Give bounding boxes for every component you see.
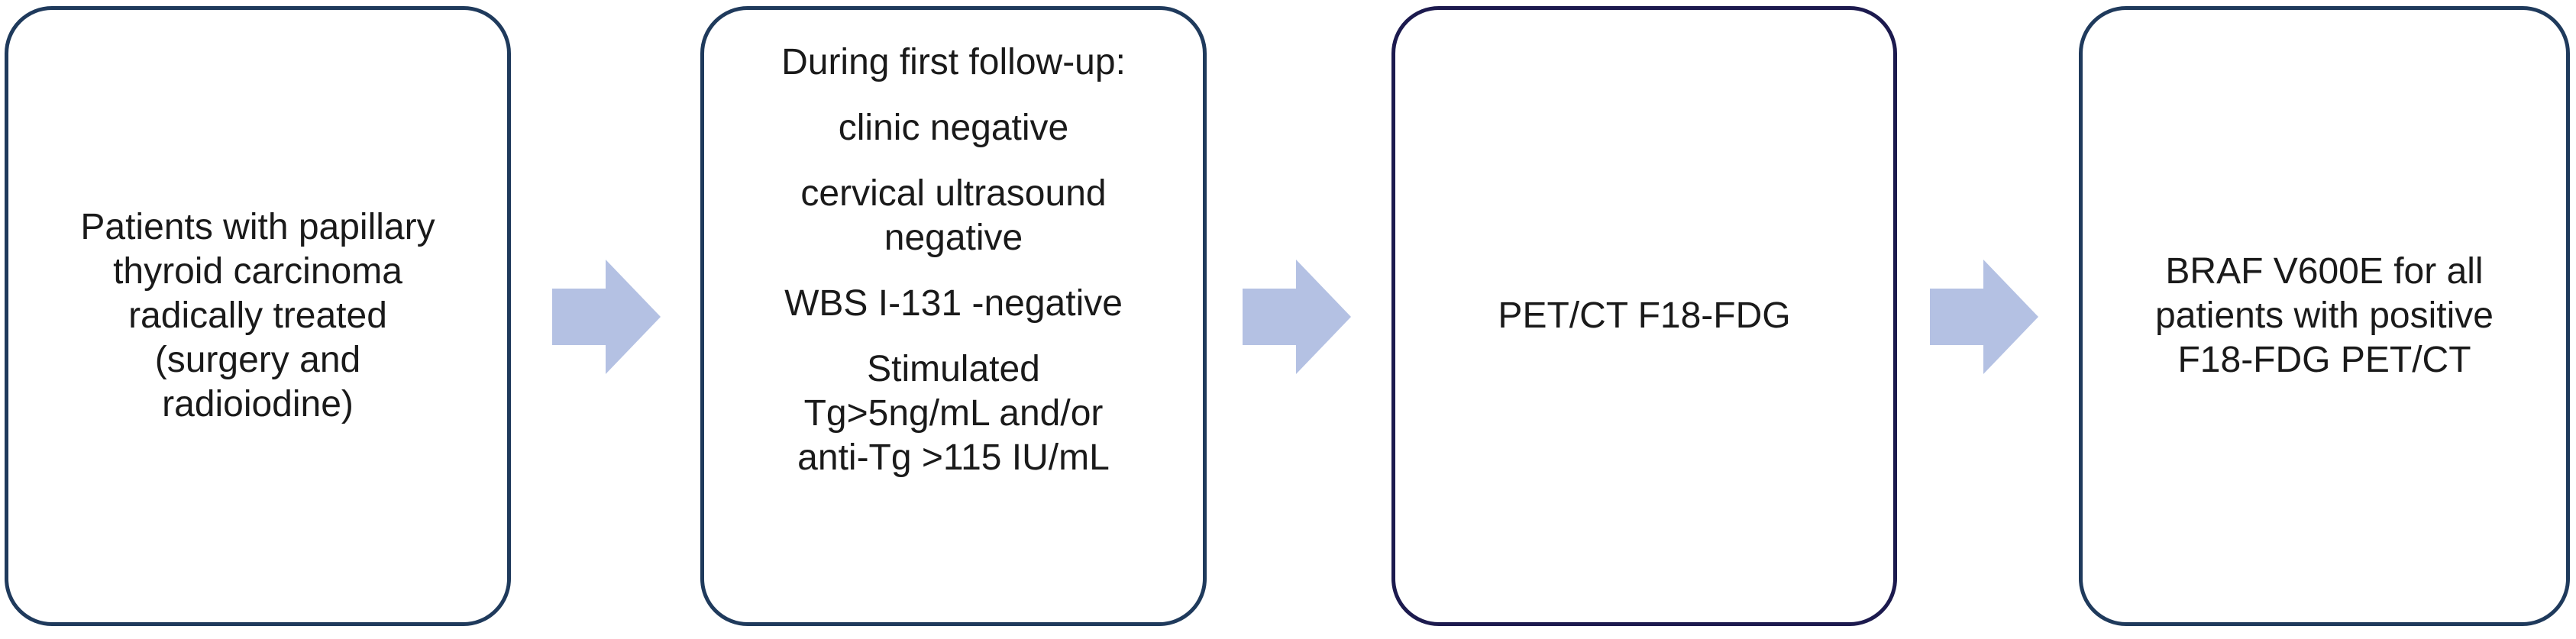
step-line: F18-FDG PET/CT xyxy=(2177,340,2471,380)
follow-up-item: WBS I-131 -negative xyxy=(784,283,1123,324)
right-arrow-icon xyxy=(1930,260,2038,374)
follow-up-item: Stimulated Tg>5ng/mL and/or anti-Tg >115… xyxy=(797,349,1110,478)
step-box-follow-up: During first follow-up: clinic negative … xyxy=(700,6,1207,626)
right-arrow-icon xyxy=(1243,260,1351,374)
right-arrow-icon xyxy=(552,260,661,374)
step-line: Patients with papillary xyxy=(80,207,435,247)
step-box-patients: Patients with papillary thyroid carcinom… xyxy=(5,6,511,626)
follow-up-item: clinic negative xyxy=(838,108,1069,148)
step-text: PET/CT F18-FDG xyxy=(1498,294,1790,338)
step-line: patients with positive xyxy=(2155,295,2494,336)
follow-up-heading: During first follow-up: xyxy=(781,42,1126,82)
step-line: (surgery and xyxy=(154,340,361,380)
step-box-pet-ct: PET/CT F18-FDG xyxy=(1391,6,1897,626)
follow-up-item: cervical ultrasound negative xyxy=(800,173,1107,258)
step-line: radioiodine) xyxy=(162,384,354,424)
step-text: Patients with papillary thyroid carcinom… xyxy=(80,205,435,427)
step-line: thyroid carcinoma xyxy=(113,251,402,292)
step-line: PET/CT F18-FDG xyxy=(1498,295,1791,336)
step-text: BRAF V600E for all patients with positiv… xyxy=(2155,250,2494,382)
step-line: radically treated xyxy=(128,295,387,336)
step-line: BRAF V600E for all xyxy=(2165,251,2484,292)
step-box-braf: BRAF V600E for all patients with positiv… xyxy=(2079,6,2570,626)
